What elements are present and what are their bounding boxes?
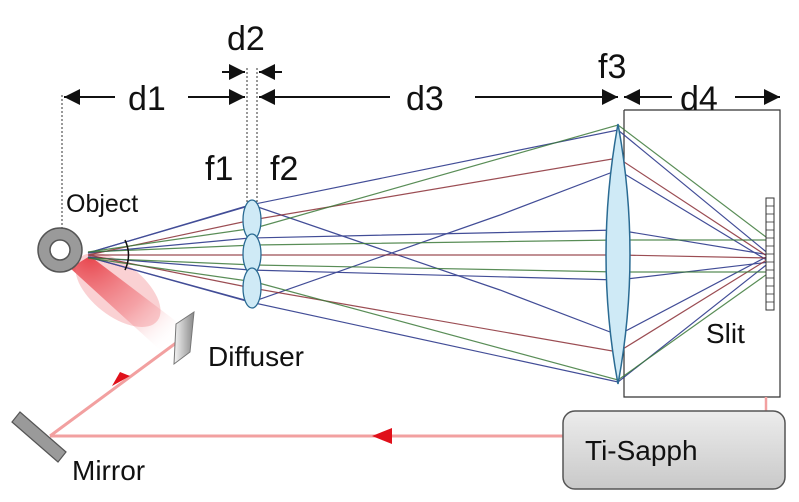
label-f3: f3: [598, 48, 626, 86]
ray-bundle-red: [87, 157, 771, 353]
slit: [765, 197, 775, 311]
label-f1: f1: [205, 150, 233, 188]
beam-arrow-bottom: [372, 428, 392, 444]
label-f2: f2: [270, 150, 298, 188]
ray-bundle-green: [87, 124, 771, 381]
lens-f1-f2: [242, 199, 262, 309]
dimension-guides: [61, 68, 258, 240]
laser-beam: [49, 338, 563, 438]
label-mirror: Mirror: [72, 455, 145, 486]
illumination-cone: [70, 256, 185, 350]
label-d1: d1: [128, 80, 166, 118]
label-d3: d3: [406, 80, 444, 118]
object-ring: [37, 227, 130, 273]
label-object: Object: [66, 190, 138, 218]
beam-arrow-diagonal: [112, 372, 130, 386]
mirror: [11, 411, 67, 463]
label-d2: d2: [227, 20, 265, 58]
lens-f3: [605, 123, 631, 385]
label-diffuser: Diffuser: [208, 341, 304, 372]
diffuser-plate: [173, 310, 195, 366]
dimension-arrows: [64, 64, 780, 105]
laser-box: [562, 410, 786, 490]
label-laser: Ti-Sapph: [585, 435, 698, 466]
ray-bundle-blue: [87, 129, 771, 383]
slit-housing: [623, 109, 781, 412]
label-d4: d4: [680, 80, 718, 118]
label-slit: Slit: [706, 318, 745, 349]
